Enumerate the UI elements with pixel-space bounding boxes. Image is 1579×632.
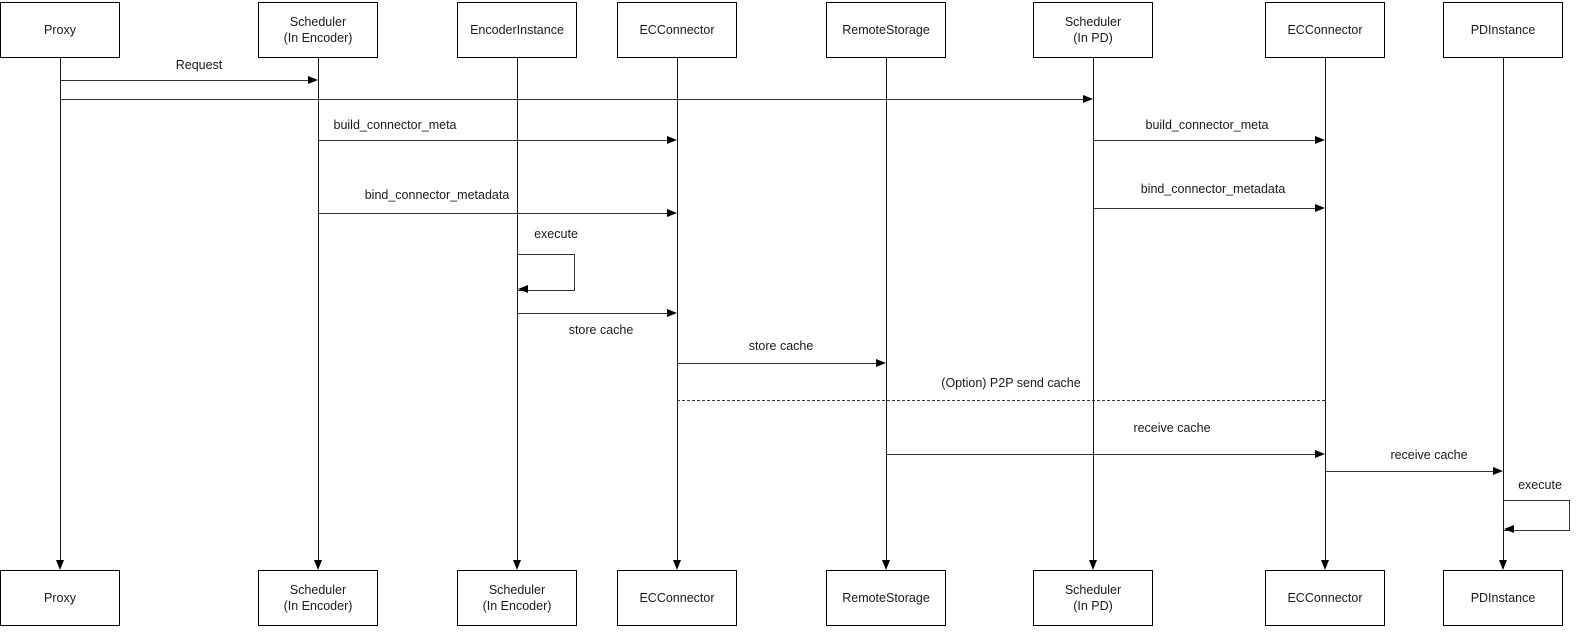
actor-label-line: PDInstance: [1470, 590, 1536, 605]
actor-label-line: Scheduler: [289, 582, 347, 597]
lifeline-end-arrow-icon-encoder-instance: [513, 560, 521, 570]
message-line-bind-connector-metadata-pd: [1093, 208, 1316, 209]
message-label-bind-connector-metadata-pd: bind_connector_metadata: [1140, 182, 1286, 196]
actor-label-line: EncoderInstance: [470, 22, 564, 37]
actor-label-line: (In PD): [1073, 599, 1113, 613]
message-label-p2p-send-cache: (Option) P2P send cache: [941, 376, 1081, 390]
message-label-store-cache-to-ecconnector: store cache: [568, 323, 634, 337]
actor-box-top-pd-instance: PDInstance: [1443, 2, 1563, 58]
actor-box-bottom-ec-connector-2: ECConnector: [1265, 570, 1385, 626]
message-label-receive-cache-to-ecconnector: receive cache: [1133, 421, 1211, 435]
actor-label-line: Scheduler: [1064, 14, 1122, 29]
lifeline-end-arrow-icon-scheduler-encoder: [314, 560, 322, 570]
message-label-bind-connector-metadata-encoder: bind_connector_metadata: [364, 188, 510, 202]
lifeline-pd-instance: [1503, 58, 1504, 560]
actor-label-line: Proxy: [44, 590, 76, 605]
actor-box-bottom-remote-storage: RemoteStorage: [826, 570, 946, 626]
actor-box-top-ec-connector-2: ECConnector: [1265, 2, 1385, 58]
message-arrowhead-icon-bind-connector-metadata-pd: [1315, 204, 1325, 212]
message-arrowhead-icon-bind-connector-metadata-encoder: [667, 209, 677, 217]
self-loop-execute-pd-instance: [1503, 500, 1570, 531]
message-arrowhead-icon-request-forward-to-pd: [1083, 95, 1093, 103]
actor-box-top-proxy: Proxy: [0, 2, 120, 58]
actor-label-line: (In Encoder): [482, 599, 552, 613]
actor-box-bottom-encoder-instance: Scheduler (In Encoder): [457, 570, 577, 626]
message-arrowhead-icon-receive-cache-to-pdinstance: [1493, 467, 1503, 475]
lifeline-end-arrow-icon-remote-storage: [882, 560, 890, 570]
self-loop-label-execute-pd-instance: execute: [1518, 478, 1562, 492]
message-line-bind-connector-metadata-encoder: [318, 213, 668, 214]
lifeline-ec-connector-1: [677, 58, 678, 560]
self-loop-arrowhead-icon-execute-encoder-instance: [518, 285, 528, 293]
actor-box-top-remote-storage: RemoteStorage: [826, 2, 946, 58]
actor-box-top-ec-connector-1: ECConnector: [617, 2, 737, 58]
message-line-request-forward-to-pd: [60, 99, 1084, 100]
lifeline-scheduler-pd: [1093, 58, 1094, 560]
message-line-build-connector-meta-pd: [1093, 140, 1316, 141]
lifeline-end-arrow-icon-scheduler-pd: [1089, 560, 1097, 570]
message-line-p2p-send-cache: [677, 400, 1325, 401]
actor-box-bottom-pd-instance: PDInstance: [1443, 570, 1563, 626]
lifeline-ec-connector-2: [1325, 58, 1326, 560]
actor-box-top-encoder-instance: EncoderInstance: [457, 2, 577, 58]
lifeline-end-arrow-icon-ec-connector-1: [673, 560, 681, 570]
message-label-build-connector-meta-pd: build_connector_meta: [1145, 118, 1269, 132]
lifeline-end-arrow-icon-ec-connector-2: [1321, 560, 1329, 570]
message-arrowhead-icon-build-connector-meta-pd: [1315, 136, 1325, 144]
message-line-store-cache-to-remotestorage: [677, 363, 877, 364]
message-arrowhead-icon-store-cache-to-remotestorage: [876, 359, 886, 367]
actor-label-line: ECConnector: [1287, 590, 1363, 605]
actor-box-top-scheduler-encoder: Scheduler (In Encoder): [258, 2, 378, 58]
lifeline-encoder-instance: [517, 58, 518, 560]
message-line-receive-cache-to-ecconnector: [886, 454, 1316, 455]
message-arrowhead-icon-request: [308, 76, 318, 84]
actor-label-line: Scheduler: [289, 14, 347, 29]
actor-label-line: (In Encoder): [283, 31, 353, 45]
message-label-store-cache-to-remotestorage: store cache: [748, 339, 814, 353]
message-arrowhead-icon-store-cache-to-ecconnector: [667, 309, 677, 317]
lifeline-scheduler-encoder: [318, 58, 319, 560]
actor-box-top-scheduler-pd: Scheduler (In PD): [1033, 2, 1153, 58]
message-line-request: [60, 80, 309, 81]
actor-label-line: RemoteStorage: [842, 590, 930, 605]
actor-label-line: (In PD): [1073, 31, 1113, 45]
message-arrowhead-icon-receive-cache-to-ecconnector: [1315, 450, 1325, 458]
actor-box-bottom-proxy: Proxy: [0, 570, 120, 626]
actor-label-line: RemoteStorage: [842, 22, 930, 37]
actor-label-line: (In Encoder): [283, 599, 353, 613]
message-arrowhead-icon-build-connector-meta-encoder: [667, 136, 677, 144]
actor-label-line: ECConnector: [639, 590, 715, 605]
actor-label-line: Scheduler: [1064, 582, 1122, 597]
message-label-request: Request: [175, 58, 223, 72]
message-line-build-connector-meta-encoder: [318, 140, 668, 141]
actor-box-bottom-scheduler-pd: Scheduler (In PD): [1033, 570, 1153, 626]
actor-box-bottom-scheduler-encoder: Scheduler (In Encoder): [258, 570, 378, 626]
self-loop-label-execute-encoder-instance: execute: [534, 227, 578, 241]
actor-label-line: Scheduler: [488, 582, 546, 597]
self-loop-execute-encoder-instance: [517, 254, 575, 291]
message-line-store-cache-to-ecconnector: [517, 313, 668, 314]
lifeline-end-arrow-icon-proxy: [56, 560, 64, 570]
lifeline-remote-storage: [886, 58, 887, 560]
actor-box-bottom-ec-connector-1: ECConnector: [617, 570, 737, 626]
self-loop-arrowhead-icon-execute-pd-instance: [1504, 525, 1514, 533]
actor-label-line: PDInstance: [1470, 22, 1536, 37]
message-line-receive-cache-to-pdinstance: [1325, 471, 1494, 472]
actor-label-line: ECConnector: [639, 22, 715, 37]
lifeline-end-arrow-icon-pd-instance: [1499, 560, 1507, 570]
message-label-build-connector-meta-encoder: build_connector_meta: [333, 118, 457, 132]
lifeline-proxy: [60, 58, 61, 560]
message-label-receive-cache-to-pdinstance: receive cache: [1390, 448, 1468, 462]
actor-label-line: ECConnector: [1287, 22, 1363, 37]
actor-label-line: Proxy: [44, 22, 76, 37]
